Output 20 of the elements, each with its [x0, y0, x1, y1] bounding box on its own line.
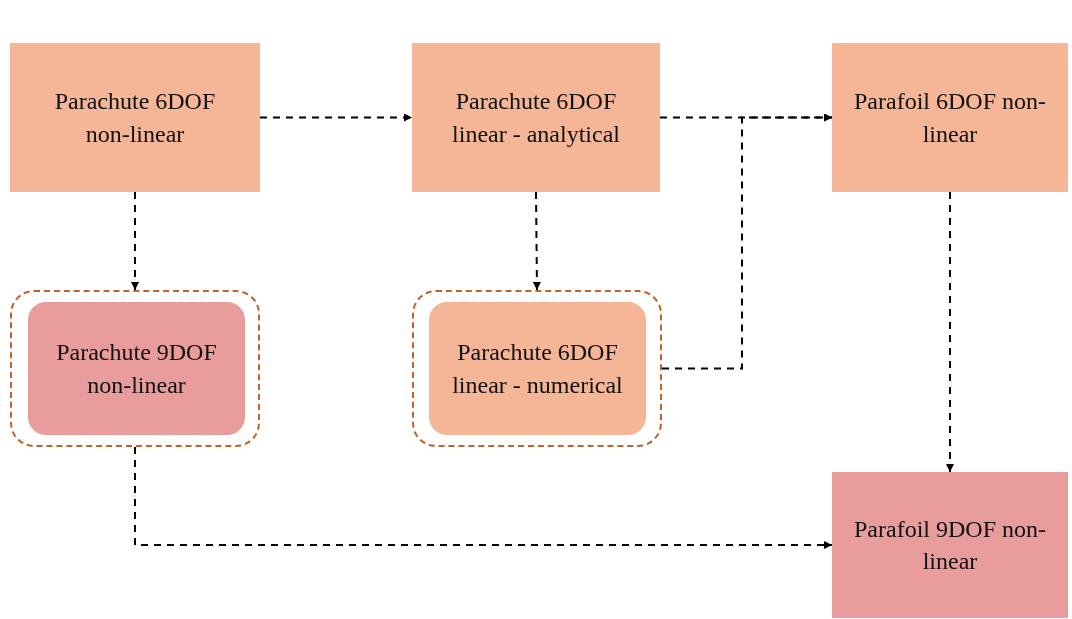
process-box [832, 43, 1068, 192]
node-text: Parachute 6DOF linear - numerical [451, 338, 624, 400]
dashed-arrow [131, 191, 139, 291]
process-box [412, 43, 660, 192]
node-text: Parachute 9DOF non-linear [55, 338, 218, 400]
process-box [10, 43, 260, 192]
dashed-arrow [661, 113, 833, 370]
dashed-group-outline [412, 290, 662, 447]
process-box [28, 302, 245, 435]
node-text: Parachute 6DOF non-linear [53, 87, 217, 149]
dashed-arrow [259, 113, 413, 122]
dashed-arrow [134, 446, 833, 549]
process-box [429, 302, 646, 435]
node-text: Parafoil 9DOF non-linear [853, 514, 1047, 576]
dashed-arrow [532, 191, 541, 291]
node-text: Parachute 6DOF linear - analytical [451, 87, 621, 149]
node-text: Parafoil 6DOF non-linear [853, 87, 1047, 149]
dashed-group-outline [10, 290, 260, 447]
process-box [832, 472, 1068, 618]
dashed-arrow [946, 191, 954, 473]
